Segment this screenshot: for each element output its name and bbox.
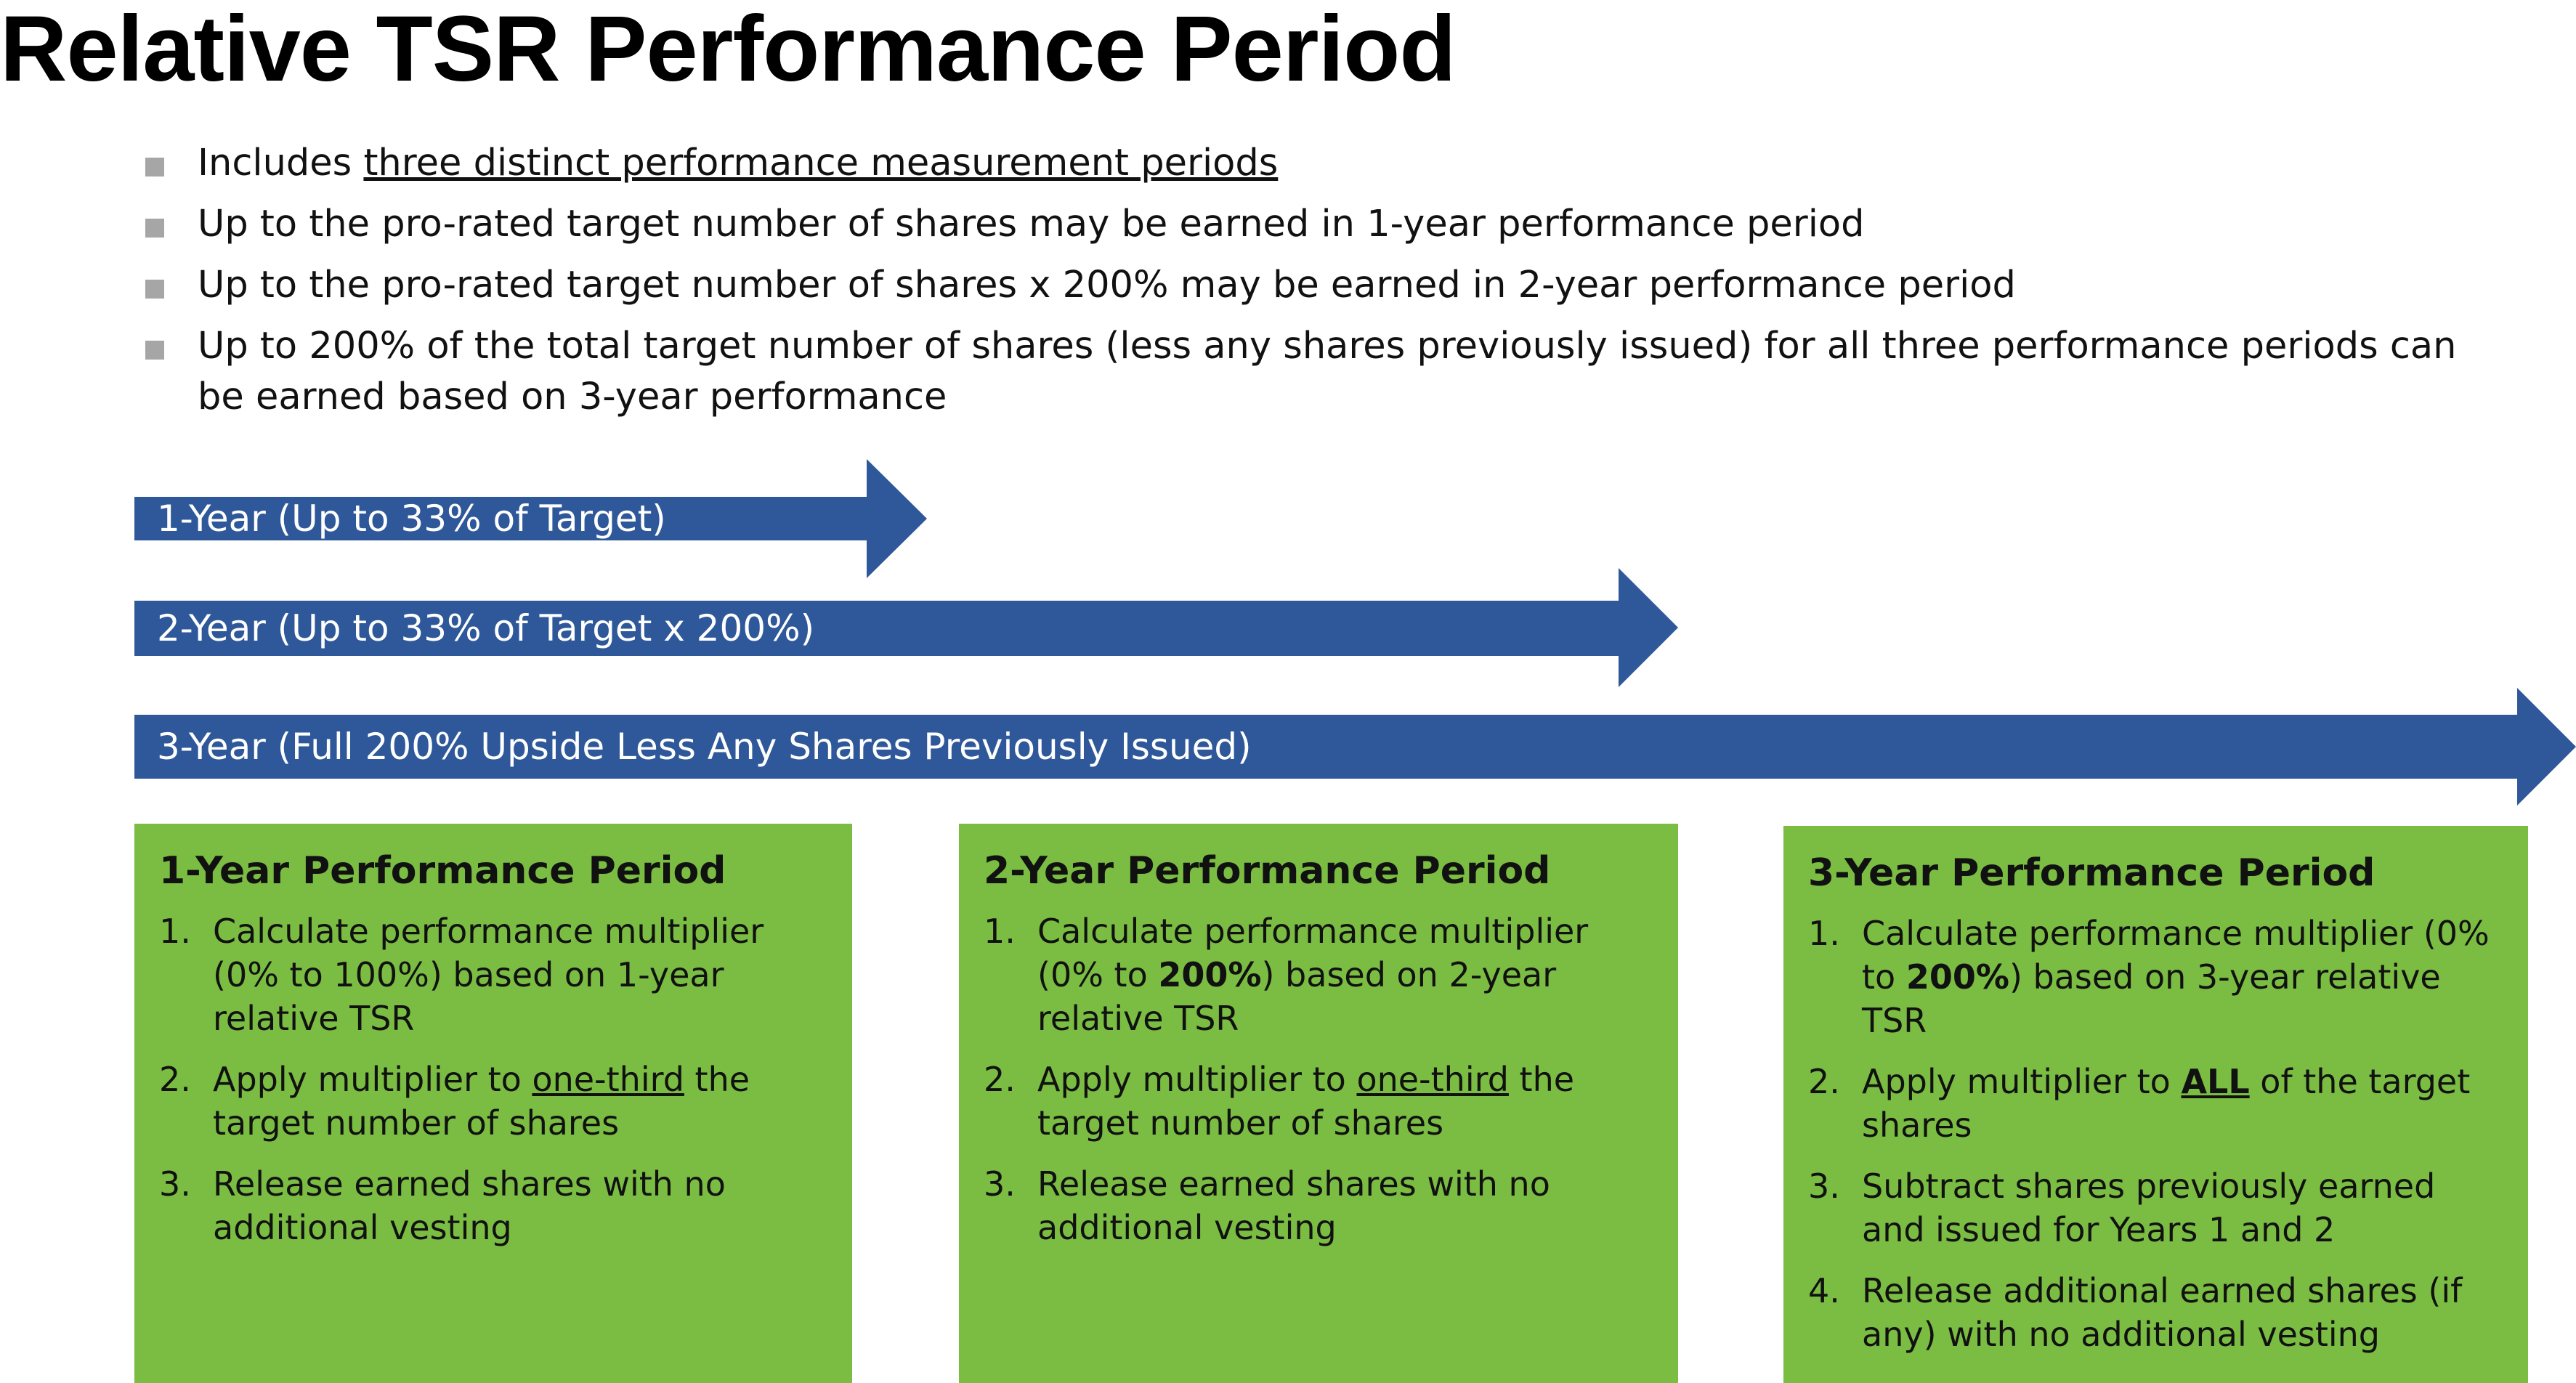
box-title: 2-Year Performance Period [984,849,1551,893]
step-list: 1.Calculate performance multiplier (0% t… [159,909,830,1249]
arrow-2-year-label: 2-Year (Up to 33% of Target x 200%) [157,607,815,649]
step-item: 3.Release earned shares with no addition… [159,1164,726,1247]
period-box-2-year: 2-Year Performance Period 1.Calculate pe… [959,824,1678,1383]
step-item: 2.Apply multiplier to one-third the targ… [159,1060,750,1143]
arrow-1-year-label: 1-Year (Up to 33% of Target) [157,498,666,540]
step-item: 1.Calculate performance multiplier (0% t… [984,912,1589,1038]
square-bullet-icon [145,341,164,360]
square-bullet-icon [145,158,164,177]
step-item: 3.Subtract shares previously earned and … [1808,1167,2436,1249]
bullet-item: Up to 200% of the total target number of… [145,321,2506,423]
arrow-1-year [134,459,927,578]
bullet-item: Up to the pro-rated target number of sha… [145,260,2506,311]
page-title: Relative TSR Performance Period [0,0,1456,101]
arrow-3-year [134,688,2576,806]
bold-underlined-term: ALL [2181,1062,2250,1101]
bullet-item: Includes three distinct performance meas… [145,138,2506,189]
square-bullet-icon [145,280,164,299]
step-item: 4.Release additional earned shares (if a… [1808,1271,2463,1354]
bold-term: 200% [1905,957,2009,997]
step-item: 2.Apply multiplier to one-third the targ… [984,1060,1575,1143]
box-title: 3-Year Performance Period [1808,851,2375,895]
step-item: 2.Apply multiplier to ALL of the target … [1808,1062,2471,1145]
bullet-list: Includes three distinct performance meas… [145,138,2506,433]
bullet-item: Up to the pro-rated target number of sha… [145,199,2506,250]
underlined-term: one-third [1356,1060,1509,1099]
bold-term: 200% [1158,955,1262,994]
step-list: 1.Calculate performance multiplier (0% t… [984,909,1656,1249]
period-box-3-year: 3-Year Performance Period 1.Calculate pe… [1783,826,2528,1383]
step-item: 1.Calculate performance multiplier (0% t… [1808,914,2490,1040]
step-list: 1.Calculate performance multiplier (0% t… [1808,912,2506,1356]
square-bullet-icon [145,219,164,238]
step-item: 1.Calculate performance multiplier (0% t… [159,912,764,1038]
step-item: 3.Release earned shares with no addition… [984,1164,1550,1247]
arrow-3-year-label: 3-Year (Full 200% Upside Less Any Shares… [157,726,1252,768]
underlined-term: one-third [532,1060,684,1099]
arrow-2-year [134,568,1678,687]
underlined-phrase: three distinct performance measurement p… [363,142,1279,184]
period-box-1-year: 1-Year Performance Period 1.Calculate pe… [134,824,852,1383]
box-title: 1-Year Performance Period [159,849,726,893]
